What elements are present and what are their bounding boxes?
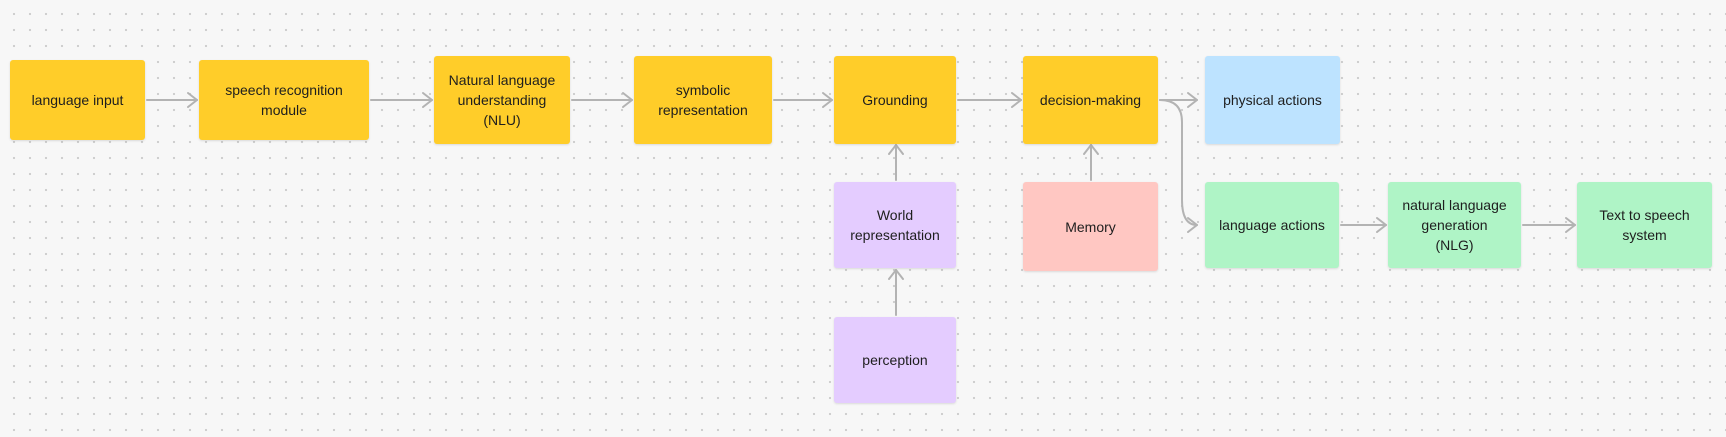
node-label: World representation — [850, 207, 940, 243]
node-nlg[interactable]: natural language generation (NLG) — [1388, 182, 1521, 268]
edge-language-actions-to-nlg[interactable] — [1340, 217, 1387, 233]
edge-grounding-to-decision[interactable] — [957, 92, 1022, 108]
node-label: perception — [862, 352, 928, 368]
node-physical-actions[interactable]: physical actions — [1205, 56, 1340, 144]
node-label: symbolic representation — [658, 82, 748, 118]
node-perception[interactable]: perception — [834, 317, 956, 403]
node-label: language input — [31, 92, 124, 108]
node-memory[interactable]: Memory — [1023, 182, 1158, 271]
node-world-representation[interactable]: World representation — [834, 182, 956, 268]
edge-nlu-to-symbolic[interactable] — [571, 92, 633, 108]
node-label: speech recognition module — [225, 82, 343, 118]
node-label: Natural language understanding (NLU) — [448, 72, 556, 128]
node-label: Memory — [1065, 218, 1116, 235]
node-tts[interactable]: Text to speech system — [1577, 182, 1712, 268]
node-label: language actions — [1219, 217, 1325, 233]
edge-speech-recognition-to-nlu[interactable] — [370, 92, 433, 108]
edge-nlg-to-tts[interactable] — [1522, 217, 1576, 233]
node-label: Grounding — [862, 92, 928, 108]
node-symbolic[interactable]: symbolic representation — [634, 56, 772, 144]
node-language-actions[interactable]: language actions — [1205, 182, 1339, 268]
edge-symbolic-to-grounding[interactable] — [773, 92, 833, 108]
node-label: decision-making — [1039, 92, 1142, 108]
node-language-input[interactable]: language input — [10, 60, 145, 140]
edge-decision-to-language-actions[interactable] — [1159, 99, 1198, 233]
edge-perception-to-world[interactable] — [888, 269, 904, 316]
node-nlu[interactable]: Natural language understanding (NLU) — [434, 56, 570, 144]
edge-language-input-to-speech-recognition[interactable] — [146, 92, 198, 108]
node-label: physical actions — [1223, 92, 1322, 108]
edge-memory-to-decision[interactable] — [1083, 144, 1099, 181]
node-decision-making[interactable]: decision-making — [1023, 56, 1158, 144]
node-label: Text to speech system — [1599, 207, 1690, 243]
node-grounding[interactable]: Grounding — [834, 56, 956, 144]
edge-decision-to-physical[interactable] — [1159, 92, 1198, 108]
node-speech-recognition[interactable]: speech recognition module — [199, 60, 369, 140]
edge-world-to-grounding[interactable] — [888, 144, 904, 181]
node-label: natural language generation (NLG) — [1402, 197, 1507, 253]
